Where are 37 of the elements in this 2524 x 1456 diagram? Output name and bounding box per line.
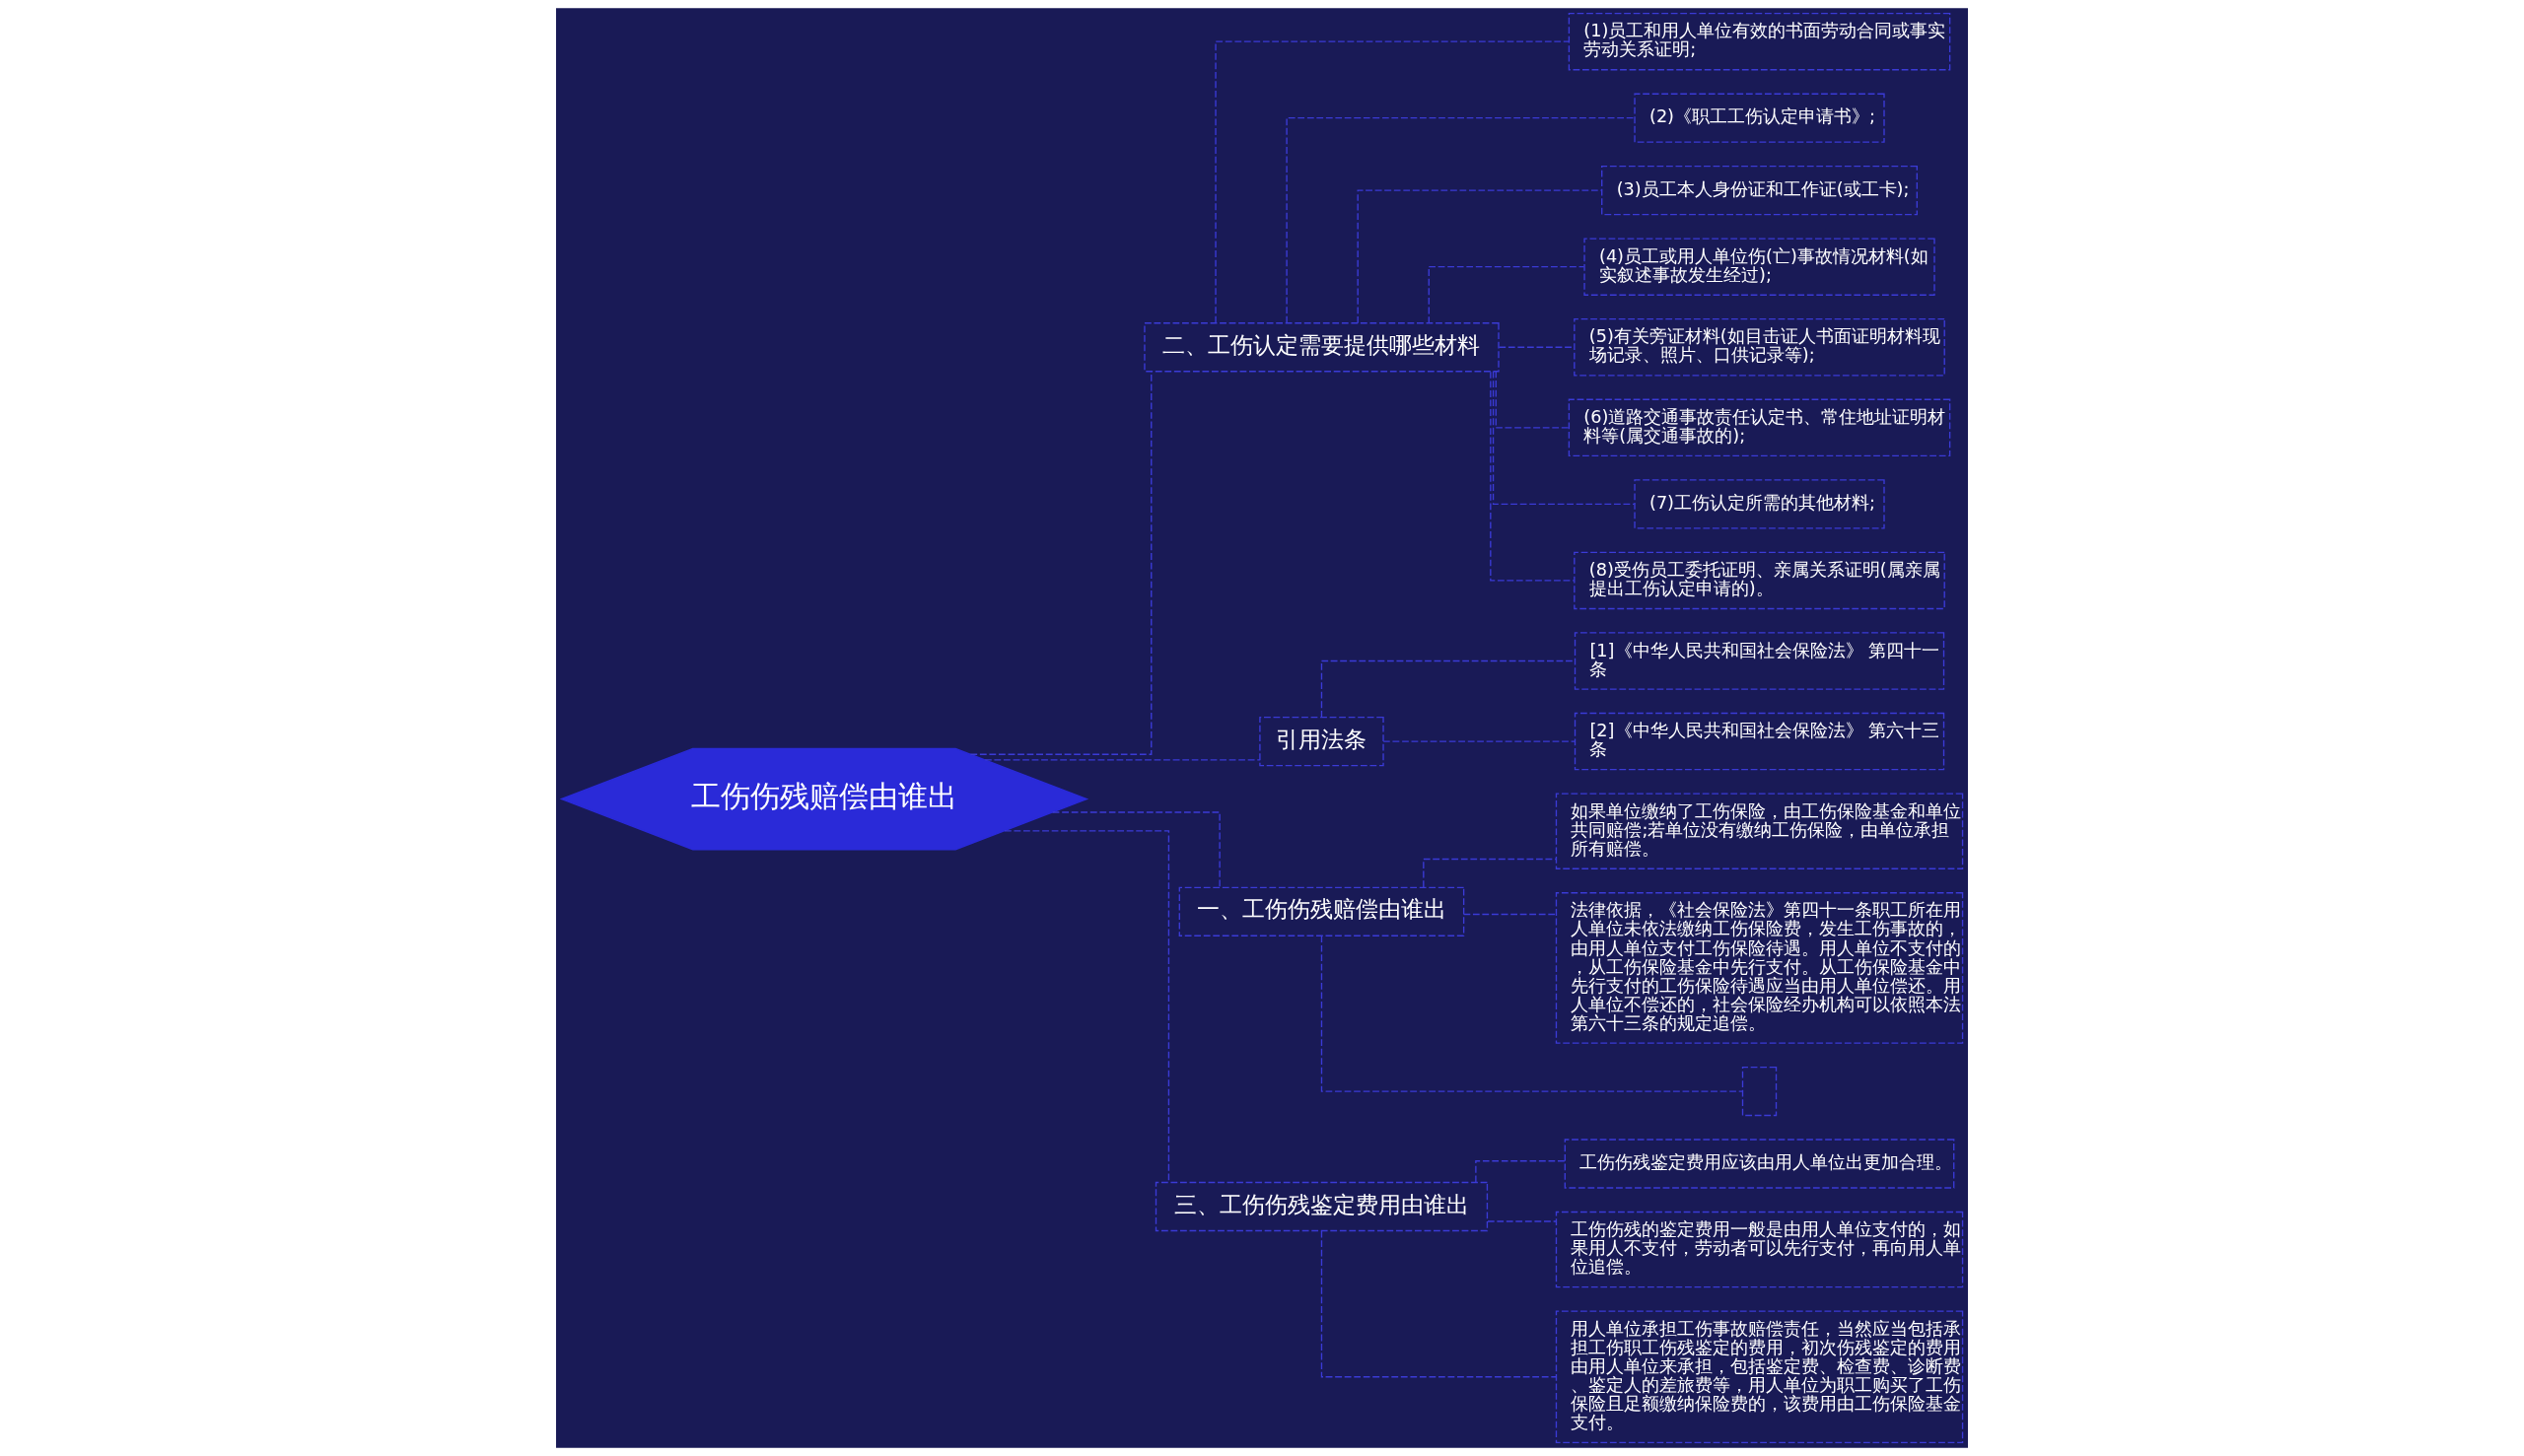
node-box: 用人单位承担工伤事故赔偿责任，当然应当包括承担工伤职工伤残鉴定的费用，初次伤残鉴定的费用由用人单位来承担，包括鉴定费、检查费、诊断费、鉴定人的差旅费等，用人单位为职工购买了工伤保险且足额缴纳保险费的，该费用由工伤保险基金支付。	[1555, 1310, 1964, 1444]
connector	[1286, 117, 1636, 324]
node-box: (4)员工或用人单位伤(亡)事故情况材料(如实叙述事故发生经过);	[1583, 238, 1935, 296]
connector	[1320, 935, 1743, 1092]
node-box: [2]《中华人民共和国社会保险法》 第六十三条	[1574, 712, 1945, 771]
connector	[1382, 740, 1577, 742]
node-box: 三、工伤伤残鉴定费用由谁出	[1155, 1181, 1489, 1232]
connector	[1357, 189, 1603, 324]
node-box: (6)道路交通事故责任认定书、常住地址证明材料等(属交通事故的);	[1568, 398, 1951, 457]
node-box: 工伤伤残鉴定费用应该由用人单位出更加合理。	[1564, 1139, 1955, 1189]
node-box: 工伤伤残的鉴定费用一般是由用人单位支付的，如果用人不支付，劳动者可以先行支付，再向用人单位追偿。	[1555, 1211, 1964, 1288]
node-box	[1741, 1066, 1778, 1117]
node-box: 引用法条	[1259, 716, 1384, 767]
connector	[1495, 371, 1571, 429]
connector	[1475, 1160, 1566, 1183]
node-box: (8)受伤员工委托证明、亲属关系证明(属亲属提出工伤认定申请的)。	[1574, 551, 1945, 610]
node-box: [1]《中华人民共和国社会保险法》 第四十一条	[1574, 632, 1945, 690]
connector	[1490, 371, 1576, 582]
connector	[1428, 265, 1585, 324]
node-box: 一、工伤伤残赔偿由谁出	[1178, 886, 1465, 936]
node-box: (3)员工本人身份证和工作证(或工卡);	[1601, 165, 1918, 216]
node-box: (5)有关旁证材料(如目击证人书面证明材料现场记录、照片、口供记录等);	[1574, 318, 1945, 377]
connector	[1004, 830, 1170, 1183]
node-box: 如果单位缴纳了工伤保险，由工伤保险基金和单位共同赔偿;若单位没有缴纳工伤保险，由单位承担所有赔偿。	[1555, 793, 1964, 869]
node-box: 二、工伤认定需要提供哪些材料	[1144, 322, 1500, 373]
node-box: (2)《职工工伤认定申请书》;	[1634, 93, 1885, 143]
node-box: (1)员工和用人单位有效的书面劳动合同或事实劳动关系证明;	[1568, 12, 1951, 71]
connector	[1423, 858, 1557, 888]
connector	[1487, 1220, 1558, 1222]
connector	[1492, 371, 1636, 506]
connector	[1462, 913, 1557, 916]
node-box: 法律依据，《社会保险法》第四十一条职工所在用人单位未依法缴纳工伤保险费，发生工伤事故的，由用人单位支付工伤保险待遇。用人单位不支付的，从工伤保险基金中先行支付。从工伤保险基金中先行支付的工伤保险待遇应当由用人单位偿还。用人单位不偿还的，社会保险经办机构可以依照本法第六十三条的规定追偿。	[1555, 892, 1964, 1044]
connector	[1320, 1230, 1557, 1378]
connector	[1215, 40, 1570, 324]
connector	[984, 759, 1261, 761]
node-box: (7)工伤认定所需的其他材料;	[1634, 479, 1885, 529]
connector	[1051, 811, 1221, 888]
